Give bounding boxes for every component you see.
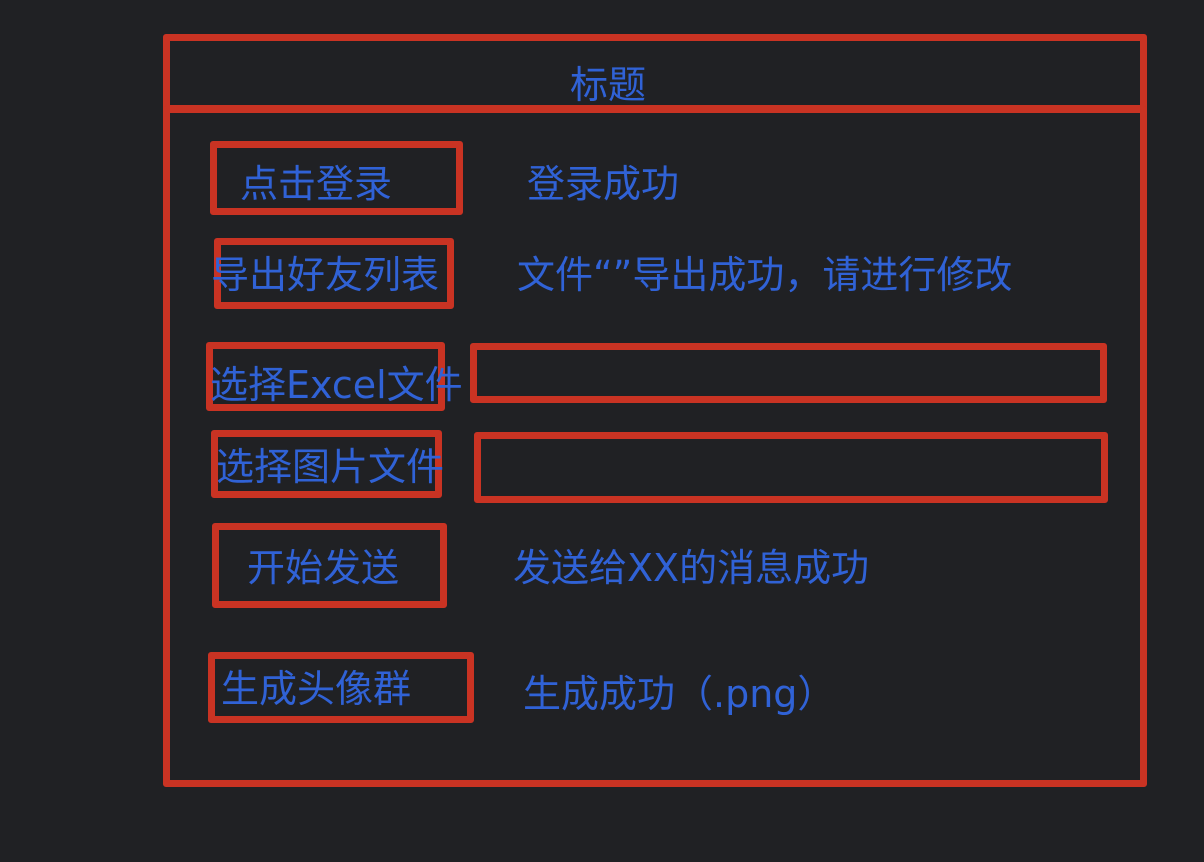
- select-excel-button-label: 选择Excel文件: [210, 363, 463, 407]
- login-status: 登录成功: [527, 162, 680, 206]
- page-title: 标题: [570, 63, 647, 107]
- select-image-button[interactable]: [211, 430, 442, 498]
- select-excel-button[interactable]: [206, 342, 445, 411]
- generate-avatar-group-button-label: 生成头像群: [221, 667, 412, 711]
- start-send-button[interactable]: [212, 523, 447, 608]
- header-frame: [163, 34, 1147, 112]
- start-send-button-label: 开始发送: [247, 546, 400, 590]
- export-friends-button[interactable]: [214, 238, 454, 309]
- image-path-input[interactable]: [474, 432, 1108, 503]
- body-frame: [163, 106, 1147, 787]
- excel-path-input[interactable]: [470, 343, 1107, 403]
- export-friends-button-label: 导出好友列表: [211, 253, 440, 297]
- export-status: 文件“”导出成功，请进行修改: [517, 253, 1013, 297]
- generate-status: 生成成功（.png）: [523, 672, 836, 716]
- select-image-button-label: 选择图片文件: [216, 445, 445, 489]
- generate-avatar-group-button[interactable]: [208, 652, 474, 723]
- login-button[interactable]: [210, 141, 463, 215]
- login-button-label: 点击登录: [240, 162, 393, 206]
- send-status: 发送给XX的消息成功: [513, 546, 870, 590]
